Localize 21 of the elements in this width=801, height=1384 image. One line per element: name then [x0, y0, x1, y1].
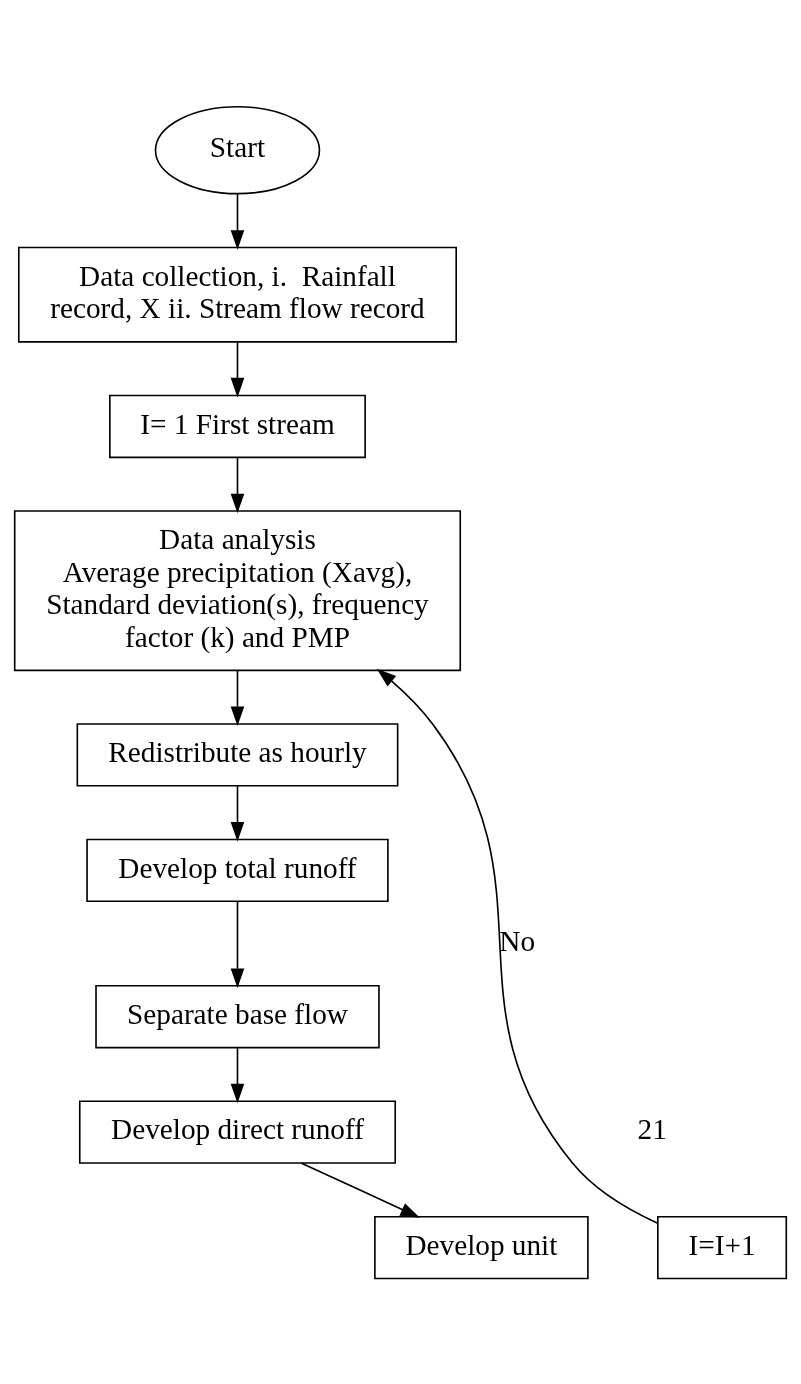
arrow — [300, 1161, 420, 1218]
node-box: Develop unit — [374, 1215, 589, 1279]
node-box: Separate base flow — [95, 984, 380, 1048]
arrow — [230, 192, 245, 250]
arrow — [230, 784, 245, 841]
node-box: Data collection, i. Rainfall record, X ii. Stream flow record — [17, 246, 457, 343]
node-box: Redistribute as hourly — [76, 722, 399, 787]
arrow — [230, 340, 245, 397]
arrow — [230, 669, 245, 726]
arrow — [376, 668, 658, 1224]
label: 21 — [637, 1112, 667, 1145]
arrow — [230, 1046, 245, 1103]
edge-label: No — [499, 924, 536, 957]
node-box: Develop total runoff — [86, 838, 389, 902]
node-box: Develop direct runoff — [78, 1099, 397, 1164]
node-ellipse: Start — [154, 105, 321, 194]
node-box: Data analysis Average precipitation (Xavg), Standard deviation(s), frequency factor (k) and PMP — [13, 509, 462, 671]
node-box: I=I+1 — [657, 1215, 788, 1279]
arrow — [230, 900, 245, 988]
node-box: I= 1 First stream — [109, 394, 366, 458]
arrow — [230, 456, 245, 513]
